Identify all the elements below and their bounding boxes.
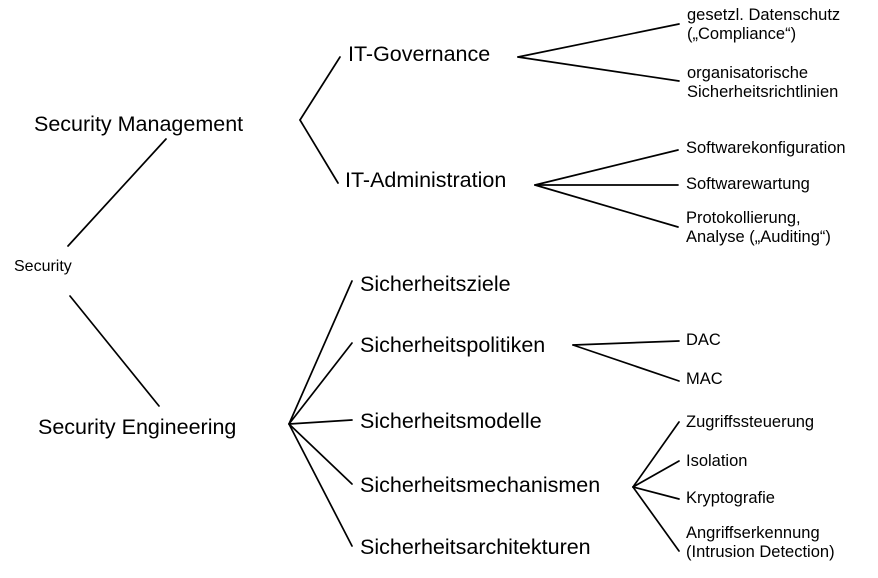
node-it-governance: IT-Governance <box>348 42 491 66</box>
node-organisatorische-richtlinien: organisatorische Sicherheitsrichtlinien <box>687 64 839 102</box>
edge-security-management-to-it-administration <box>299 119 339 184</box>
node-softwarewartung: Softwarewartung <box>686 175 810 193</box>
node-angriffserkennung: Angriffserkennung (Intrusion Detection) <box>686 524 835 562</box>
node-zugriffssteuerung: Zugriffssteuerung <box>686 413 815 431</box>
edge-root-to-security-management <box>67 138 167 247</box>
node-protokollierung: Protokollierung, Analyse („Auditing“) <box>686 209 831 247</box>
node-security-engineering: Security Engineering <box>38 415 237 439</box>
edge-security-engineering-to-sicherheitsmechanismen <box>288 423 353 485</box>
node-softwarekonfiguration: Softwarekonfiguration <box>686 139 846 157</box>
node-isolation: Isolation <box>686 452 748 470</box>
edge-sicherheitspolitiken-to-dac <box>572 340 680 346</box>
edge-root-to-security-engineering <box>69 295 160 407</box>
node-it-administration: IT-Administration <box>345 168 507 192</box>
node-sicherheitsmodelle: Sicherheitsmodelle <box>360 409 542 433</box>
node-sicherheitsmechanismen: Sicherheitsmechanismen <box>360 473 601 497</box>
edge-it-administration-to-protokollierung <box>534 184 679 228</box>
node-root: Security <box>14 258 72 275</box>
node-mac: MAC <box>686 370 723 388</box>
node-sicherheitspolitiken: Sicherheitspolitiken <box>360 333 546 357</box>
edge-sicherheitsmechanismen-to-zugriffssteuerung <box>632 421 680 488</box>
node-dac: DAC <box>686 331 721 349</box>
edge-sicherheitspolitiken-to-mac <box>572 344 680 382</box>
edge-it-governance-to-datenschutz <box>517 23 680 58</box>
node-sicherheitsziele: Sicherheitsziele <box>360 272 511 296</box>
edge-security-engineering-to-sicherheitsziele <box>288 280 353 425</box>
node-gesetzl-datenschutz: gesetzl. Datenschutz („Compliance“) <box>687 6 841 44</box>
edge-security-management-to-it-governance <box>299 56 341 121</box>
edge-security-engineering-to-sicherheitsmodelle <box>288 419 353 425</box>
edge-security-engineering-to-sicherheitspolitiken <box>288 342 353 425</box>
edge-it-administration-to-softwarekonfiguration <box>534 149 679 186</box>
edge-sicherheitsmechanismen-to-kryptografie <box>632 486 680 500</box>
edge-security-engineering-to-sicherheitsarchitekturen <box>288 423 353 547</box>
edge-it-governance-to-richtlinien <box>517 56 680 82</box>
node-sicherheitsarchitekturen: Sicherheitsarchitekturen <box>360 535 591 559</box>
edge-sicherheitsmechanismen-to-angriffserkennung <box>632 486 680 552</box>
node-security-management: Security Management <box>34 112 244 136</box>
node-kryptografie: Kryptografie <box>686 489 775 507</box>
edge-sicherheitsmechanismen-to-isolation <box>632 460 680 488</box>
